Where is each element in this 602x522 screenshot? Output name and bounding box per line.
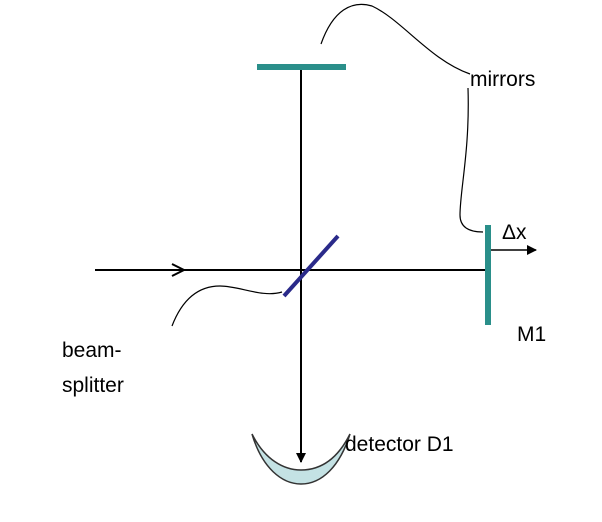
mirrors-leader-top (320, 3, 471, 75)
incoming-beam-arrowhead (171, 263, 187, 277)
beamsplitter-leader (171, 285, 283, 327)
detector-d1 (251, 433, 351, 485)
delta-x-label: Δx (502, 221, 527, 244)
mirrors-label: mirrors (470, 68, 535, 91)
m1-label: M1 (517, 323, 546, 346)
mirrors-leader-m1 (459, 87, 484, 233)
top-mirror (257, 64, 346, 70)
detector-label: detector D1 (345, 433, 454, 456)
beamsplitter-label-line1: beam- (62, 339, 122, 362)
mirror-m1 (485, 225, 491, 325)
beamsplitter-label-line2: splitter (62, 374, 124, 397)
beamsplitter (282, 234, 340, 298)
